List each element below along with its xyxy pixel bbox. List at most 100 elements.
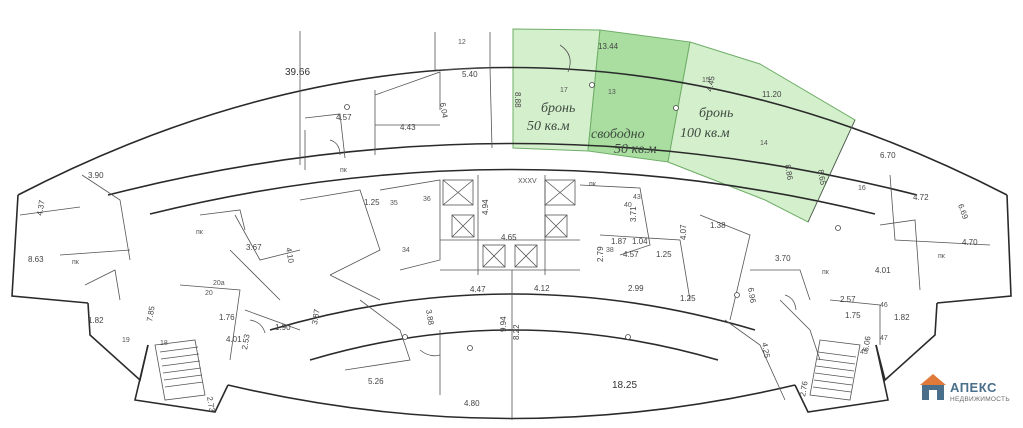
room-number: 40: [624, 202, 632, 209]
room-number: 34: [402, 247, 410, 254]
dim-label: 6.96: [746, 287, 758, 304]
pk-mark: пк: [340, 167, 348, 174]
dim-label: 6.06: [861, 335, 873, 352]
room-number: 43: [633, 194, 641, 201]
dim-label: 39.66: [285, 67, 310, 78]
dim-label: 5.40: [462, 70, 478, 79]
dim-label: 4.45: [705, 75, 717, 92]
dim-label: 2.79: [596, 246, 605, 262]
room-number: 36: [423, 196, 431, 203]
house-icon: [920, 374, 946, 400]
highlight-zones: [512, 28, 856, 223]
stairs-left: [154, 339, 206, 401]
zone-center-area: 50 кв.м: [614, 142, 657, 157]
zone-left-area: 50 кв.м: [527, 119, 570, 134]
dim-label: 3.87: [310, 308, 322, 325]
dim-label: 4.01: [875, 266, 891, 275]
door-swings: [249, 44, 797, 357]
dim-label: 1.25: [656, 250, 672, 259]
room-marks: пк пк пк пк пк пк 13 17 15 12 14 16 18 1…: [72, 39, 946, 356]
dim-label: 1.87: [611, 237, 627, 246]
dim-label: 6.69: [956, 203, 970, 221]
dim-label: 4.10: [284, 247, 296, 264]
room-number: 45: [860, 349, 868, 356]
dim-label: 18.25: [612, 380, 637, 391]
dim-label: 2.57: [840, 295, 856, 304]
dim-label: 1.75: [845, 311, 861, 320]
room-number: 13: [608, 89, 616, 96]
stairs-right: [809, 339, 861, 401]
logo-name: АПЕКС: [950, 380, 997, 395]
room-number: 47: [880, 335, 888, 342]
dim-label: 2.76: [798, 380, 810, 397]
zone-left-status: бронь: [541, 101, 575, 116]
outlet-markers: [344, 82, 841, 351]
dim-label: 4.47: [470, 285, 486, 294]
dim-label: 8.65: [816, 169, 828, 186]
dim-label: 4.01: [226, 335, 242, 344]
zone-right-status: бронь: [699, 106, 733, 121]
dim-label: 4.72: [913, 193, 929, 202]
room-number: 18: [160, 340, 168, 347]
dim-label: 1.25: [680, 294, 696, 303]
dim-label: 11.20: [762, 90, 782, 99]
dim-label: 1.90: [275, 323, 291, 332]
lift-shaft-3: [451, 214, 475, 238]
dim-label: 4.70: [962, 238, 978, 247]
room-number: 12: [458, 39, 466, 46]
room-number: 15: [702, 77, 710, 84]
dim-label: 9.94: [499, 316, 508, 332]
dim-label: 3.71: [629, 206, 638, 222]
dim-label: 2.53: [240, 333, 252, 350]
dim-label: 1.82: [894, 313, 910, 322]
logo-subtitle: НЕДВИЖИМОСТЬ: [950, 396, 1010, 403]
dim-label: 4.43: [400, 123, 416, 132]
dim-label: 1.82: [88, 316, 104, 325]
dim-label: 4.57: [336, 113, 352, 122]
room-number: 38: [606, 247, 614, 254]
dim-label: 4.65: [501, 233, 517, 242]
partitions: [19, 31, 991, 420]
zone-center-status: свободно: [591, 127, 645, 142]
dim-label: 13.44: [598, 42, 619, 51]
pk-mark: пк: [72, 259, 80, 266]
dim-label: 4.37: [35, 199, 47, 216]
zone-right-area: 100 кв.м: [680, 126, 730, 141]
dim-label: 2.73: [205, 396, 217, 413]
pk-mark: пк: [196, 229, 204, 236]
room-number: 17: [560, 87, 568, 94]
room-number: 46: [880, 302, 888, 309]
room-number: 14: [760, 140, 768, 147]
lift-shaft-5: [482, 244, 506, 268]
room-number: 16: [858, 185, 866, 192]
pk-mark: пк: [822, 269, 830, 276]
room-number: 35: [390, 200, 398, 207]
dim-label: 4.07: [679, 224, 688, 240]
dim-label: 8.86: [783, 164, 795, 181]
dim-label: 4.94: [481, 199, 490, 215]
pk-mark: пк: [589, 181, 597, 188]
dim-label: 1.38: [710, 221, 726, 230]
dim-label: 1.04: [632, 237, 648, 246]
highlight-captions: бронь 50 кв.м свободно 50 кв.м бронь 100…: [527, 101, 733, 157]
dim-label: 3.67: [246, 243, 262, 252]
dim-label: 8.63: [28, 255, 44, 264]
dim-label: 6.04: [438, 102, 450, 119]
lift-shaft-6: [514, 244, 538, 268]
room-number: 20а: [213, 280, 225, 287]
dim-label: 8.22: [512, 324, 521, 340]
dim-label: 4.12: [534, 284, 550, 293]
dim-label: 1.76: [219, 313, 235, 322]
dim-label: 8.88: [513, 92, 522, 108]
dim-label: 4.57: [623, 250, 639, 259]
building-core: [154, 175, 861, 401]
room-number: XXXV: [518, 178, 537, 185]
dim-label: 5.26: [368, 377, 384, 386]
dim-label: 4.80: [464, 399, 480, 408]
room-number: 19: [122, 337, 130, 344]
dim-label: 3.70: [775, 254, 791, 263]
dim-label: 2.99: [628, 284, 644, 293]
dim-label: 3.90: [88, 171, 104, 180]
building-outline: [11, 66, 1012, 420]
